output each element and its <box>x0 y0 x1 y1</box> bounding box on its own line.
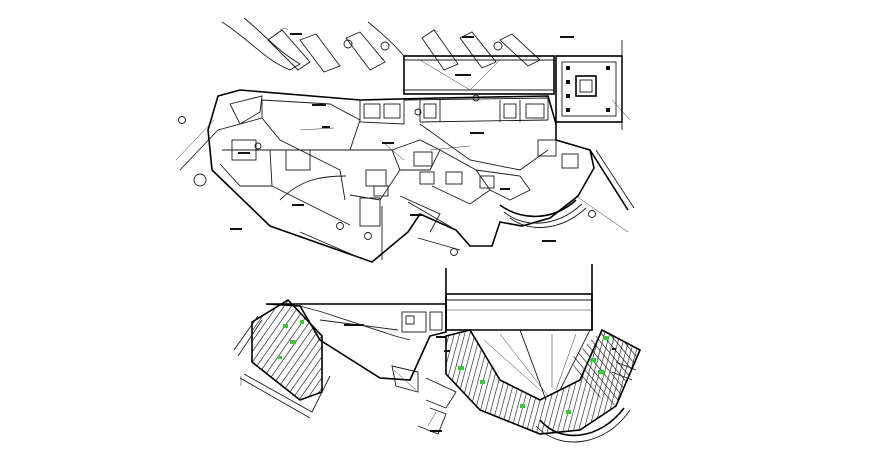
parking-bays-top <box>221 17 541 73</box>
main-building-outline <box>175 89 635 263</box>
upper-right-block <box>403 36 631 130</box>
lower-right-wing <box>430 328 642 443</box>
upper-interior-details <box>178 94 596 256</box>
lower-floor-plan <box>233 264 642 443</box>
lower-top-band <box>445 264 593 331</box>
lower-left-wing <box>233 298 457 435</box>
upper-floor-plan <box>175 17 635 263</box>
